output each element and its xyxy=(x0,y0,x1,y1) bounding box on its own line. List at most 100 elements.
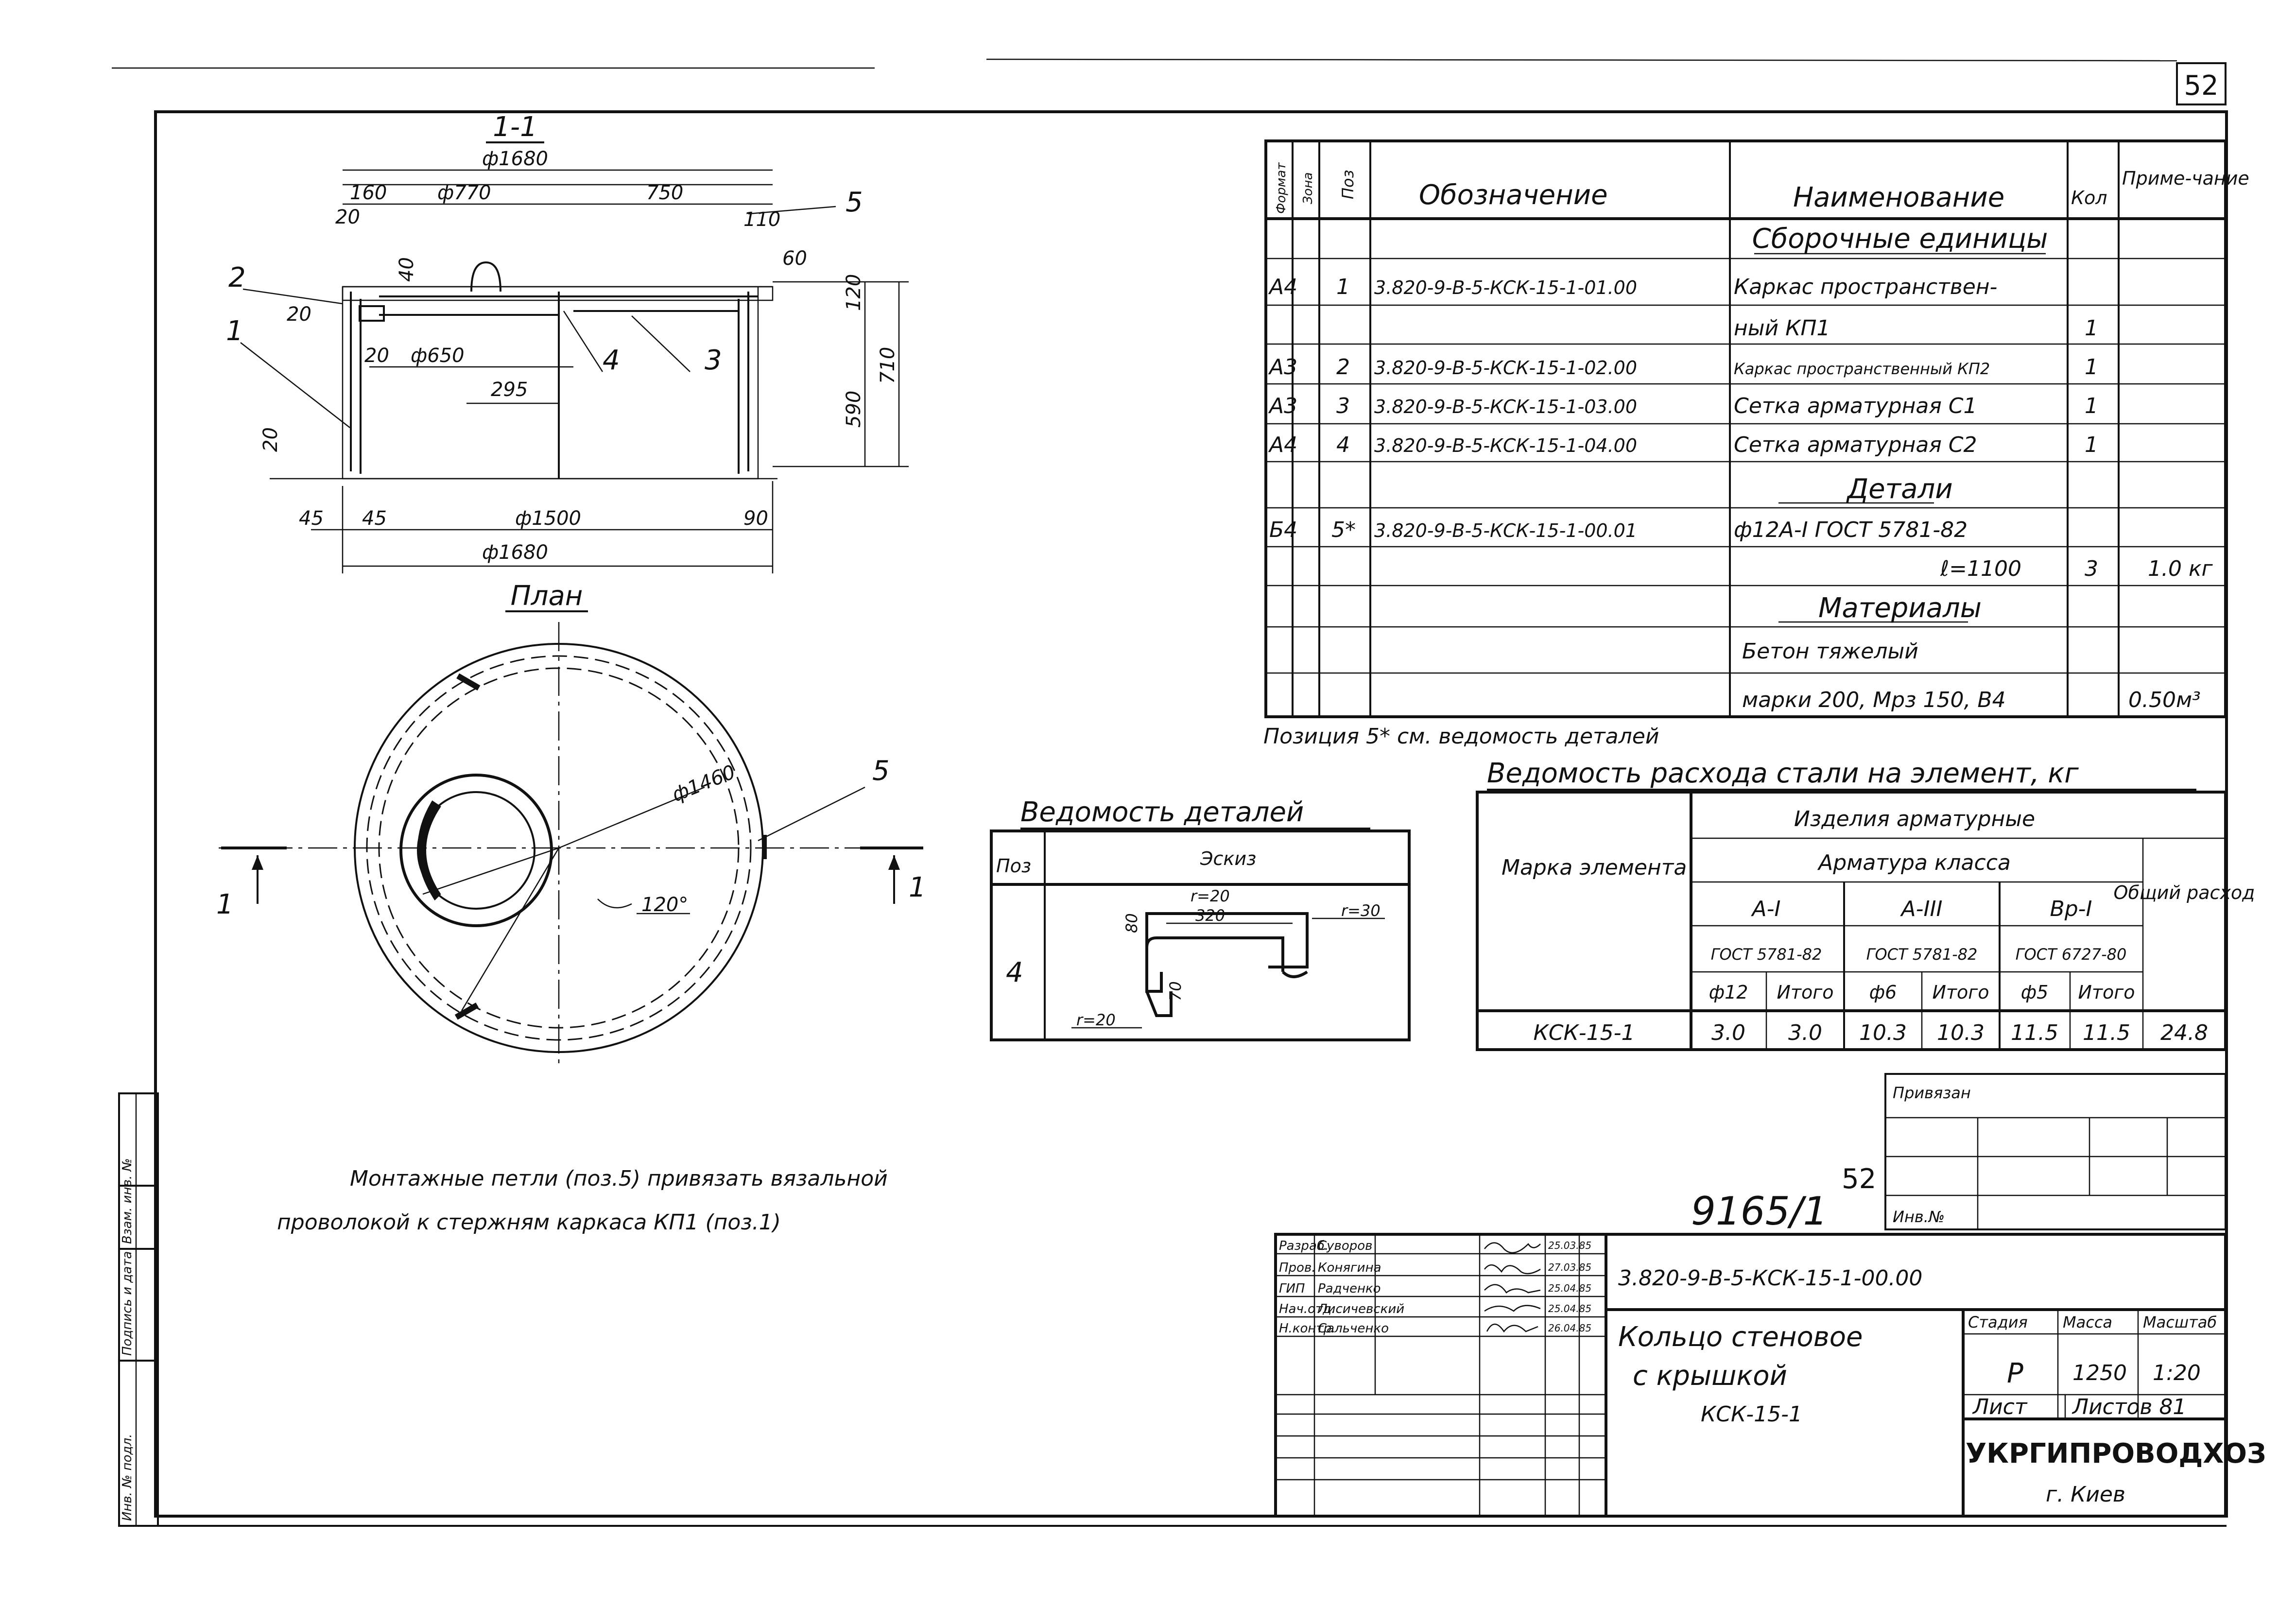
spec-section-details: Детали xyxy=(1846,473,1952,505)
details-col-sketch: Эскиз xyxy=(1200,848,1256,869)
plan-pos-5: 5 xyxy=(872,755,890,787)
svg-text:ℓ=1100: ℓ=1100 xyxy=(1940,556,2021,581)
svg-text:Каркас пространственный КП2: Каркас пространственный КП2 xyxy=(1734,360,1990,378)
details-title: Ведомость деталей xyxy=(1020,796,1304,828)
dim-1680: ф1680 xyxy=(482,541,548,564)
dim-45a: 45 xyxy=(299,507,324,530)
dim-20a: 20 xyxy=(335,206,360,228)
stamp-role: Пров. xyxy=(1279,1261,1316,1275)
details-r20b: r=20 xyxy=(1076,1011,1116,1029)
note-line-2: проволокой к стержням каркаса КП1 (поз.1… xyxy=(277,1210,781,1235)
steel-table: Ведомость расхода стали на элемент, кг М… xyxy=(1476,758,2255,1051)
spec-table: Формат Зона Поз Обозначение Наименование… xyxy=(1264,139,2249,718)
spec-header-designation: Обозначение xyxy=(1419,179,1608,211)
steel-value: 11.5 xyxy=(2011,1020,2058,1045)
stamp-date: 25.04.85 xyxy=(1548,1303,1591,1314)
mass-header: Масса xyxy=(2063,1313,2112,1331)
plan-label: План xyxy=(511,580,583,612)
stamp-number: 9165/1 xyxy=(1691,1189,1828,1234)
steel-mark-value: КСК-15-1 xyxy=(1534,1020,1635,1045)
svg-text:ф12А-I ГОСТ 5781-82: ф12А-I ГОСТ 5781-82 xyxy=(1734,518,1968,542)
sheet-header: Лист xyxy=(1972,1395,2028,1419)
sheets-header: Листов 81 xyxy=(2072,1395,2186,1419)
stamp-role: Разраб. xyxy=(1279,1239,1329,1253)
steel-value: 10.3 xyxy=(1937,1020,1985,1045)
stamp-role: Н.контр. xyxy=(1279,1321,1335,1336)
steel-subgroup: Арматура класса xyxy=(1817,850,2011,875)
stamp-name: Радченко xyxy=(1318,1281,1381,1296)
steel-col: Итого xyxy=(1932,982,1989,1003)
steel-title: Ведомость расхода стали на элемент, кг xyxy=(1487,758,2079,789)
dim-160: 160 xyxy=(350,182,387,204)
top-margin-line-right xyxy=(986,58,2177,62)
drawing-title-2: с крышкой xyxy=(1633,1360,1787,1392)
dim-20c: 20 xyxy=(259,427,282,452)
spec-header-qty: Кол xyxy=(2071,187,2107,208)
dim-top-dia: ф1680 xyxy=(482,148,548,170)
dim-120: 120 xyxy=(843,274,865,311)
spec-footnote: Позиция 5* см. ведомость деталей xyxy=(1263,724,1659,749)
details-d80: 80 xyxy=(1122,913,1141,933)
svg-text:3.820-9-В-5-КСК-15-1-02.00: 3.820-9-В-5-КСК-15-1-02.00 xyxy=(1374,357,1637,379)
svg-text:1: 1 xyxy=(2085,394,2098,418)
section-1-1: 1-1 ф1680 160 ф770 750 20 110 5 60 40 2 … xyxy=(226,111,909,573)
svg-text:3: 3 xyxy=(1336,394,1350,418)
svg-text:3.820-9-В-5-КСК-15-1-00.01: 3.820-9-В-5-КСК-15-1-00.01 xyxy=(1374,520,1637,541)
cut-right-label: 1 xyxy=(909,872,926,903)
spec-header-name: Наименование xyxy=(1793,182,2004,213)
stamp-name: Конягина xyxy=(1318,1261,1381,1275)
spec-row: А3 3 3.820-9-В-5-КСК-15-1-03.00 Сетка ар… xyxy=(1268,394,2098,418)
svg-text:Сетка арматурная С1: Сетка арматурная С1 xyxy=(1734,394,1977,418)
spec-row: А3 2 3.820-9-В-5-КСК-15-1-02.00 Каркас п… xyxy=(1268,355,2098,380)
stage-header: Стадия xyxy=(1968,1313,2028,1331)
pos-1-label: 1 xyxy=(226,315,243,347)
spec-header-zone: Зона xyxy=(1301,172,1315,204)
svg-text:1: 1 xyxy=(1336,275,1350,299)
spec-row: марки 200, Мрз 150, В4 0.50м³ xyxy=(1742,688,2201,712)
stamp-role: Нач.отд. xyxy=(1279,1302,1335,1316)
sheet-number: 52 xyxy=(2184,70,2218,102)
dim-295: 295 xyxy=(491,379,528,401)
svg-text:1: 1 xyxy=(2085,316,2098,341)
steel-value: 11.5 xyxy=(2083,1020,2130,1045)
scale-value: 1:20 xyxy=(2153,1361,2201,1385)
attach-label: Привязан xyxy=(1893,1084,1971,1102)
steel-class: Вр-I xyxy=(2050,897,2092,921)
plan-angle: 120° xyxy=(641,894,688,916)
pos-5-label: 5 xyxy=(846,187,863,218)
svg-text:3.820-9-В-5-КСК-15-1-04.00: 3.820-9-В-5-КСК-15-1-04.00 xyxy=(1374,435,1637,456)
dim-20b: 20 xyxy=(287,303,311,326)
svg-text:2: 2 xyxy=(1336,355,1350,380)
svg-text:Бетон тяжелый: Бетон тяжелый xyxy=(1742,639,1918,664)
details-d70: 70 xyxy=(1166,981,1185,1001)
dim-590: 590 xyxy=(843,391,865,428)
attach-block: Привязан Инв.№ xyxy=(1884,1073,2227,1230)
steel-col: ф6 xyxy=(1869,982,1897,1003)
drawing-title-3: КСК-15-1 xyxy=(1701,1402,1802,1427)
dim-710: 710 xyxy=(877,347,899,384)
stamp-sheet-number: 52 xyxy=(1842,1163,1876,1195)
stamp-date: 27.03.85 xyxy=(1548,1261,1591,1273)
drawing-title-1: Кольцо стеновое xyxy=(1618,1321,1863,1353)
steel-class: А-I xyxy=(1751,897,1781,921)
steel-total-header: Общий расход xyxy=(2114,882,2255,903)
steel-total: 24.8 xyxy=(2160,1020,2208,1045)
details-r20a: r=20 xyxy=(1191,887,1230,905)
details-d320: 320 xyxy=(1195,906,1225,925)
steel-value: 10.3 xyxy=(1859,1020,1907,1045)
svg-text:1.0 кг: 1.0 кг xyxy=(2148,556,2213,581)
dim-40: 40 xyxy=(396,257,418,282)
svg-text:1: 1 xyxy=(2085,355,2098,380)
dim-20d: 20 xyxy=(364,345,389,367)
side-stamp: Инв. № подл. Подпись и дата Взам. инв. № xyxy=(118,1092,159,1527)
section-label: 1-1 xyxy=(493,111,537,143)
steel-col: ф12 xyxy=(1709,982,1748,1003)
steel-group: Изделия арматурные xyxy=(1794,807,2035,831)
svg-text:0.50м³: 0.50м³ xyxy=(2128,688,2201,712)
side-stamp-col: Инв. № подл. xyxy=(120,1434,135,1521)
scale-header: Масштаб xyxy=(2143,1313,2217,1331)
title-block: Разраб. Пров. ГИП Нач.отд. Н.контр. Суво… xyxy=(1274,1233,2266,1518)
steel-col: Итого xyxy=(1777,982,1833,1003)
svg-text:А4: А4 xyxy=(1268,275,1297,299)
